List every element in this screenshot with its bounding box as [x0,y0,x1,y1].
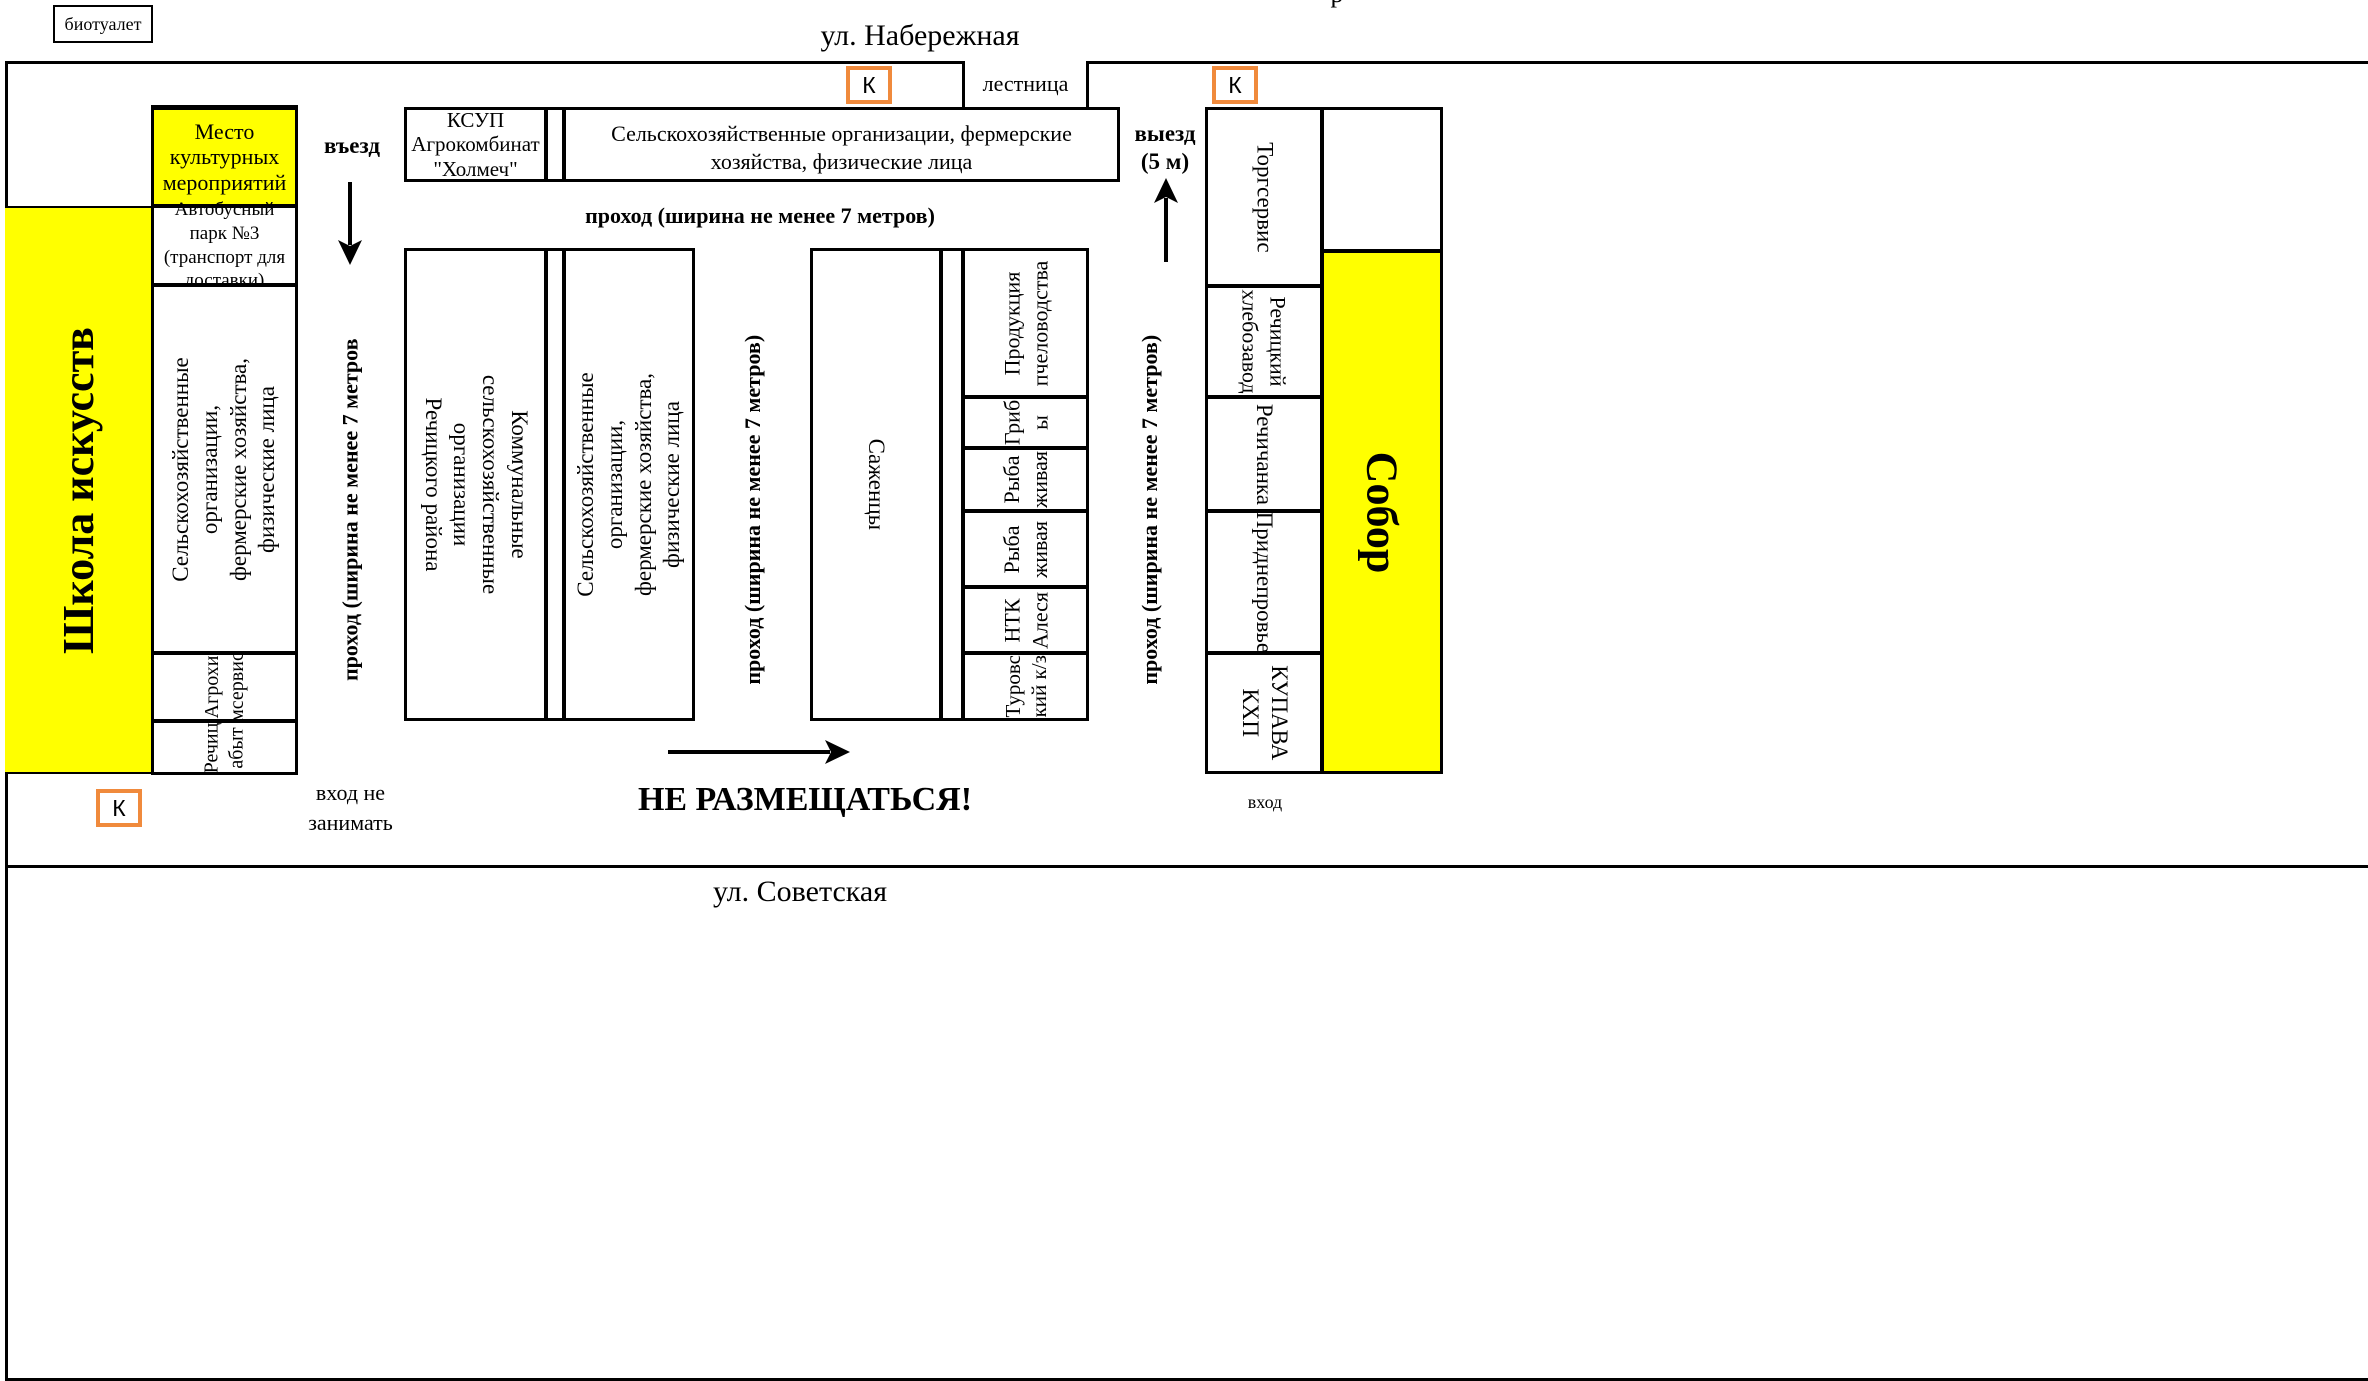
no-place-warning: НЕ РАЗМЕЩАТЬСЯ! [637,781,973,818]
middle-agri-label: Сельскохозяйственные организации, фермер… [572,372,684,597]
fish-2-label: Рыба живая [999,520,1052,578]
culture-label: Место культурных мероприятий [162,119,287,195]
bus-park-label: Автобусный парк №3 (транспорт для достав… [163,199,286,292]
entry-label: въезд [324,133,380,158]
passage-top-label: проход (ширина не менее 7 метров) [585,203,935,228]
toilet-label: биотуалет [64,13,142,34]
stairs-label: лестница [982,71,1069,96]
exit-width-label: (5 м) [1140,149,1190,174]
passage-right-vertical: проход (ширина не менее 7 метров) [1137,335,1163,685]
mushrooms-label: Грибы [999,399,1052,446]
street-naberezhnaya: ул. Набережная [820,19,1020,52]
ntk-stall: НТК Алеся [962,586,1089,654]
bakery-label: Речицкий хлебозавод [1238,289,1291,394]
torgservis-label: Торгсервис [1252,141,1278,253]
pridneprovye-stall: Приднепровье [1205,510,1323,654]
agroservice-stall: Агрохимсервис [151,652,298,722]
entrance-label: вход [1247,792,1283,812]
entrance-no-occupy: вход не занимать [308,780,393,835]
seedlings-label: Саженцы [864,438,890,531]
school-of-arts: Школа искусств [5,206,154,774]
honey-stall: Продукция пчеловодства [962,248,1089,398]
honey-label: Продукция пчеловодства [999,260,1052,386]
turov-label: Туровский к/з [1000,655,1051,718]
bottom-street-line [5,865,2368,868]
mushrooms-stall: Грибы [962,396,1089,449]
k-marker-top-middle: К [846,66,892,104]
fish-stall-1: Рыба живая [962,447,1089,512]
passage-middle-vertical: проход (ширина не менее 7 метров) [740,335,766,685]
ksup-label: КСУП Агрокомбинат "Холмеч" [411,108,540,181]
street-sovetskaya: ул. Советская [713,875,887,908]
fish-1-label: Рыба живая [999,451,1052,508]
cathedral-top-area [1321,107,1443,252]
culture-venue: Место культурных мероприятий [151,105,298,207]
communal-stall: Коммунальные сельскохозяйственные органи… [404,248,547,721]
middle-agri-stall: Сельскохозяйственные организации, фермер… [563,248,695,721]
top-agri-label: Сельскохозяйственные организации, фермер… [611,121,1072,174]
passage-left-vertical: проход (ширина не менее 7 метров [337,338,363,682]
bus-park: Автобусный парк №3 (транспорт для достав… [151,199,298,291]
bakery-stall: Речицкий хлебозавод [1205,285,1323,398]
kupava-stall: КУПАВА КХП [1205,652,1323,774]
communal-label: Коммунальные сельскохозяйственные органи… [420,374,532,595]
top-agri-stall: Сельскохозяйственные организации, фермер… [563,107,1120,182]
rechichanka-stall: Речичанка [1205,396,1323,512]
k-marker-top-right: К [1212,66,1258,104]
stairs: лестница [962,61,1089,110]
bottom-arrow-right [668,740,850,764]
middle-divider [545,248,565,721]
cathedral: Собор [1321,250,1443,774]
ntk-label: НТК Алеся [999,591,1052,649]
torgservis-stall: Торгсервис [1205,107,1323,287]
cathedral-label: Собор [1357,451,1407,573]
seedlings-divider [940,248,964,721]
kupava-label: КУПАВА КХП [1238,665,1292,761]
turov-stall: Туровский к/з [962,652,1089,721]
k-marker-bottom-left: К [96,789,142,827]
toilet-legend: биотуалет [53,5,153,43]
rechitsa-byt-stall: Речицабыт [151,720,298,775]
entry-arrow-down [338,182,362,265]
exit-arrow-up [1154,178,1178,262]
exit-label: выезд [1134,121,1196,146]
seedlings-stall: Саженцы [810,248,942,721]
rechichanka-label: Речичанка [1252,403,1278,505]
pridneprovye-label: Приднепровье [1252,511,1278,653]
fish-stall-2: Рыба живая [962,510,1089,588]
corner-letter: р [1322,0,1352,9]
